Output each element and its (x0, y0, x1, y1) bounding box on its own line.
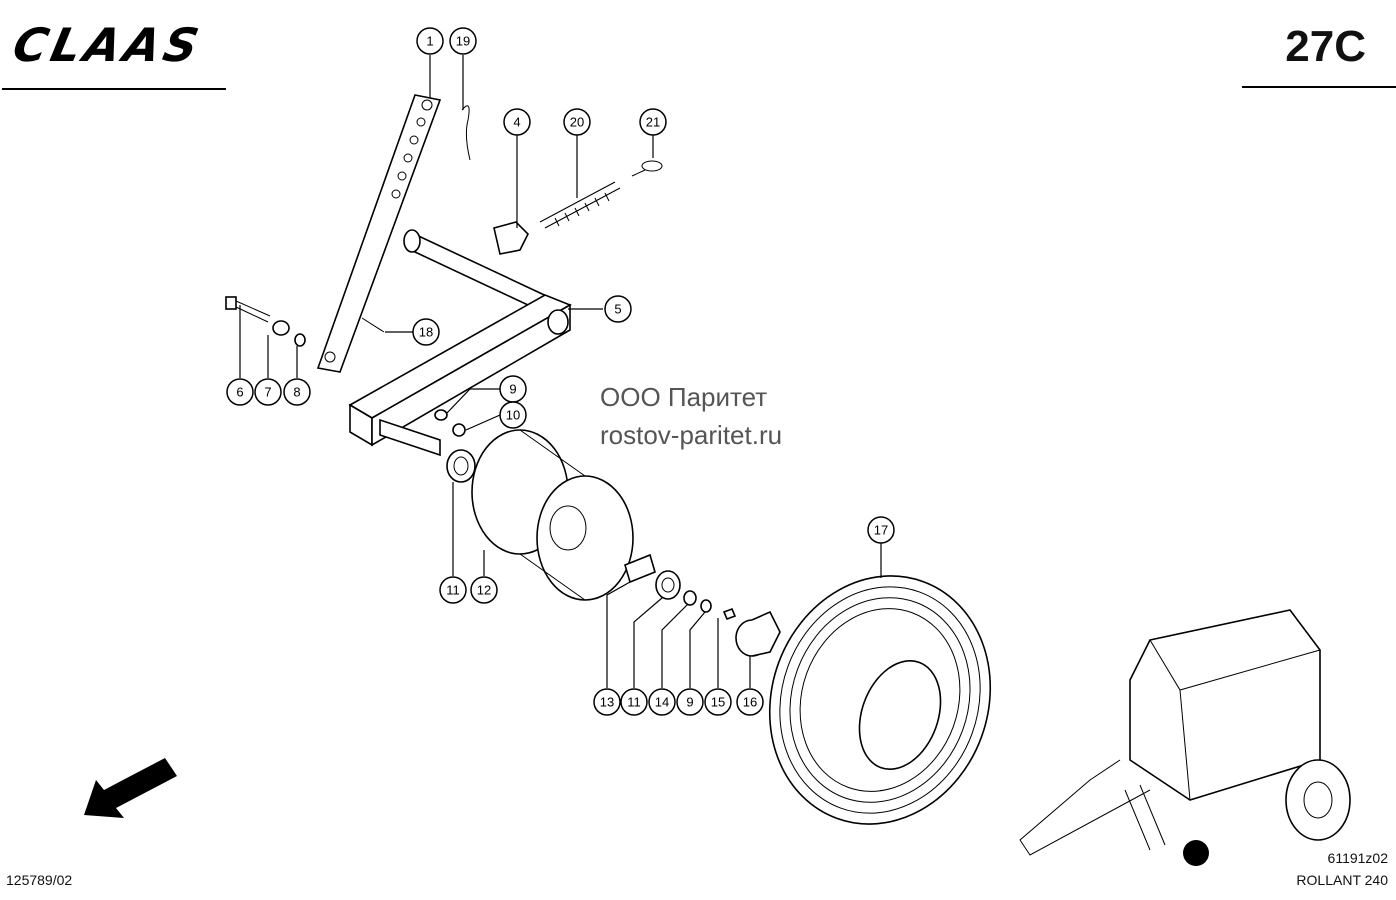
svg-text:15: 15 (711, 695, 725, 710)
callout-4: 4 (503, 108, 531, 136)
svg-text:20: 20 (570, 115, 584, 130)
callout-11: 11 (439, 576, 467, 604)
svg-text:7: 7 (264, 385, 271, 400)
svg-text:14: 14 (655, 695, 669, 710)
bearing-part-11b (655, 570, 681, 600)
callout-17: 17 (867, 516, 895, 544)
svg-text:18: 18 (419, 325, 433, 340)
callout-6: 6 (226, 378, 254, 406)
svg-text:21: 21 (646, 115, 660, 130)
svg-text:17: 17 (874, 523, 888, 538)
callout-8: 8 (283, 378, 311, 406)
watermark-url: rostov-paritet.ru (600, 420, 783, 450)
spring-part-20 (539, 181, 621, 229)
callout-7: 7 (254, 378, 282, 406)
callout-1: 1 (416, 27, 444, 55)
svg-text:13: 13 (600, 695, 614, 710)
svg-text:11: 11 (627, 695, 641, 710)
svg-text:19: 19 (456, 34, 470, 49)
clip-pin-19 (461, 105, 471, 161)
svg-text:4: 4 (513, 115, 520, 130)
clip-part-4 (493, 221, 529, 255)
callout-19: 19 (449, 27, 477, 55)
callout-12: 12 (470, 576, 498, 604)
direction-arrow (84, 758, 177, 818)
callout-10: 10 (499, 401, 527, 429)
document-number: 125789/02 (6, 872, 73, 888)
svg-text:6: 6 (236, 385, 243, 400)
axle-frame-part-5 (348, 229, 572, 457)
model-name: ROLLANT 240 (1296, 872, 1388, 888)
svg-text:11: 11 (446, 583, 460, 598)
callout-11b: 11 (620, 688, 648, 716)
svg-text:10: 10 (506, 408, 520, 423)
bolt-part-15 (722, 607, 737, 621)
washer-part-14 (683, 590, 697, 606)
baler-thumbnail (1019, 609, 1351, 866)
svg-text:9: 9 (509, 382, 516, 397)
callout-16: 16 (736, 688, 764, 716)
nut-part-10 (452, 423, 466, 437)
sheet-number: 27C (1285, 22, 1366, 71)
callout-9: 9 (499, 375, 527, 403)
bolt-part-6 (225, 296, 271, 323)
leader-lines (239, 55, 882, 688)
tire-part-17 (768, 575, 992, 825)
svg-text:8: 8 (293, 385, 300, 400)
callout-13: 13 (593, 688, 621, 716)
callout-21: 21 (639, 108, 667, 136)
svg-text:12: 12 (477, 583, 491, 598)
svg-text:16: 16 (743, 695, 757, 710)
callout-14: 14 (648, 688, 676, 716)
sheet-number-underline (1242, 86, 1396, 88)
logo-underline (2, 88, 226, 90)
arm-part-1 (316, 94, 442, 373)
pin-part-18 (361, 317, 385, 333)
bushing-part-13 (624, 553, 656, 584)
svg-text:1: 1 (426, 34, 433, 49)
bearing-part-11 (446, 449, 476, 483)
svg-text:9: 9 (686, 695, 693, 710)
callout-9b: 9 (676, 688, 704, 716)
ring-part-21 (631, 160, 663, 177)
washer-part-7 (272, 320, 290, 336)
callout-18: 18 (412, 318, 440, 346)
cap-part-16 (735, 610, 781, 657)
nut-part-8 (294, 333, 306, 347)
illustration-number: 61191z02 (1327, 850, 1388, 866)
washer-part-9 (434, 409, 448, 421)
watermark-company: ООО Паритет (600, 382, 768, 412)
callout-5: 5 (604, 295, 632, 323)
washer-part-9b (700, 599, 712, 613)
callout-15: 15 (704, 688, 732, 716)
rim-part-12 (471, 429, 634, 601)
callout-20: 20 (563, 108, 591, 136)
svg-text:5: 5 (614, 302, 621, 317)
